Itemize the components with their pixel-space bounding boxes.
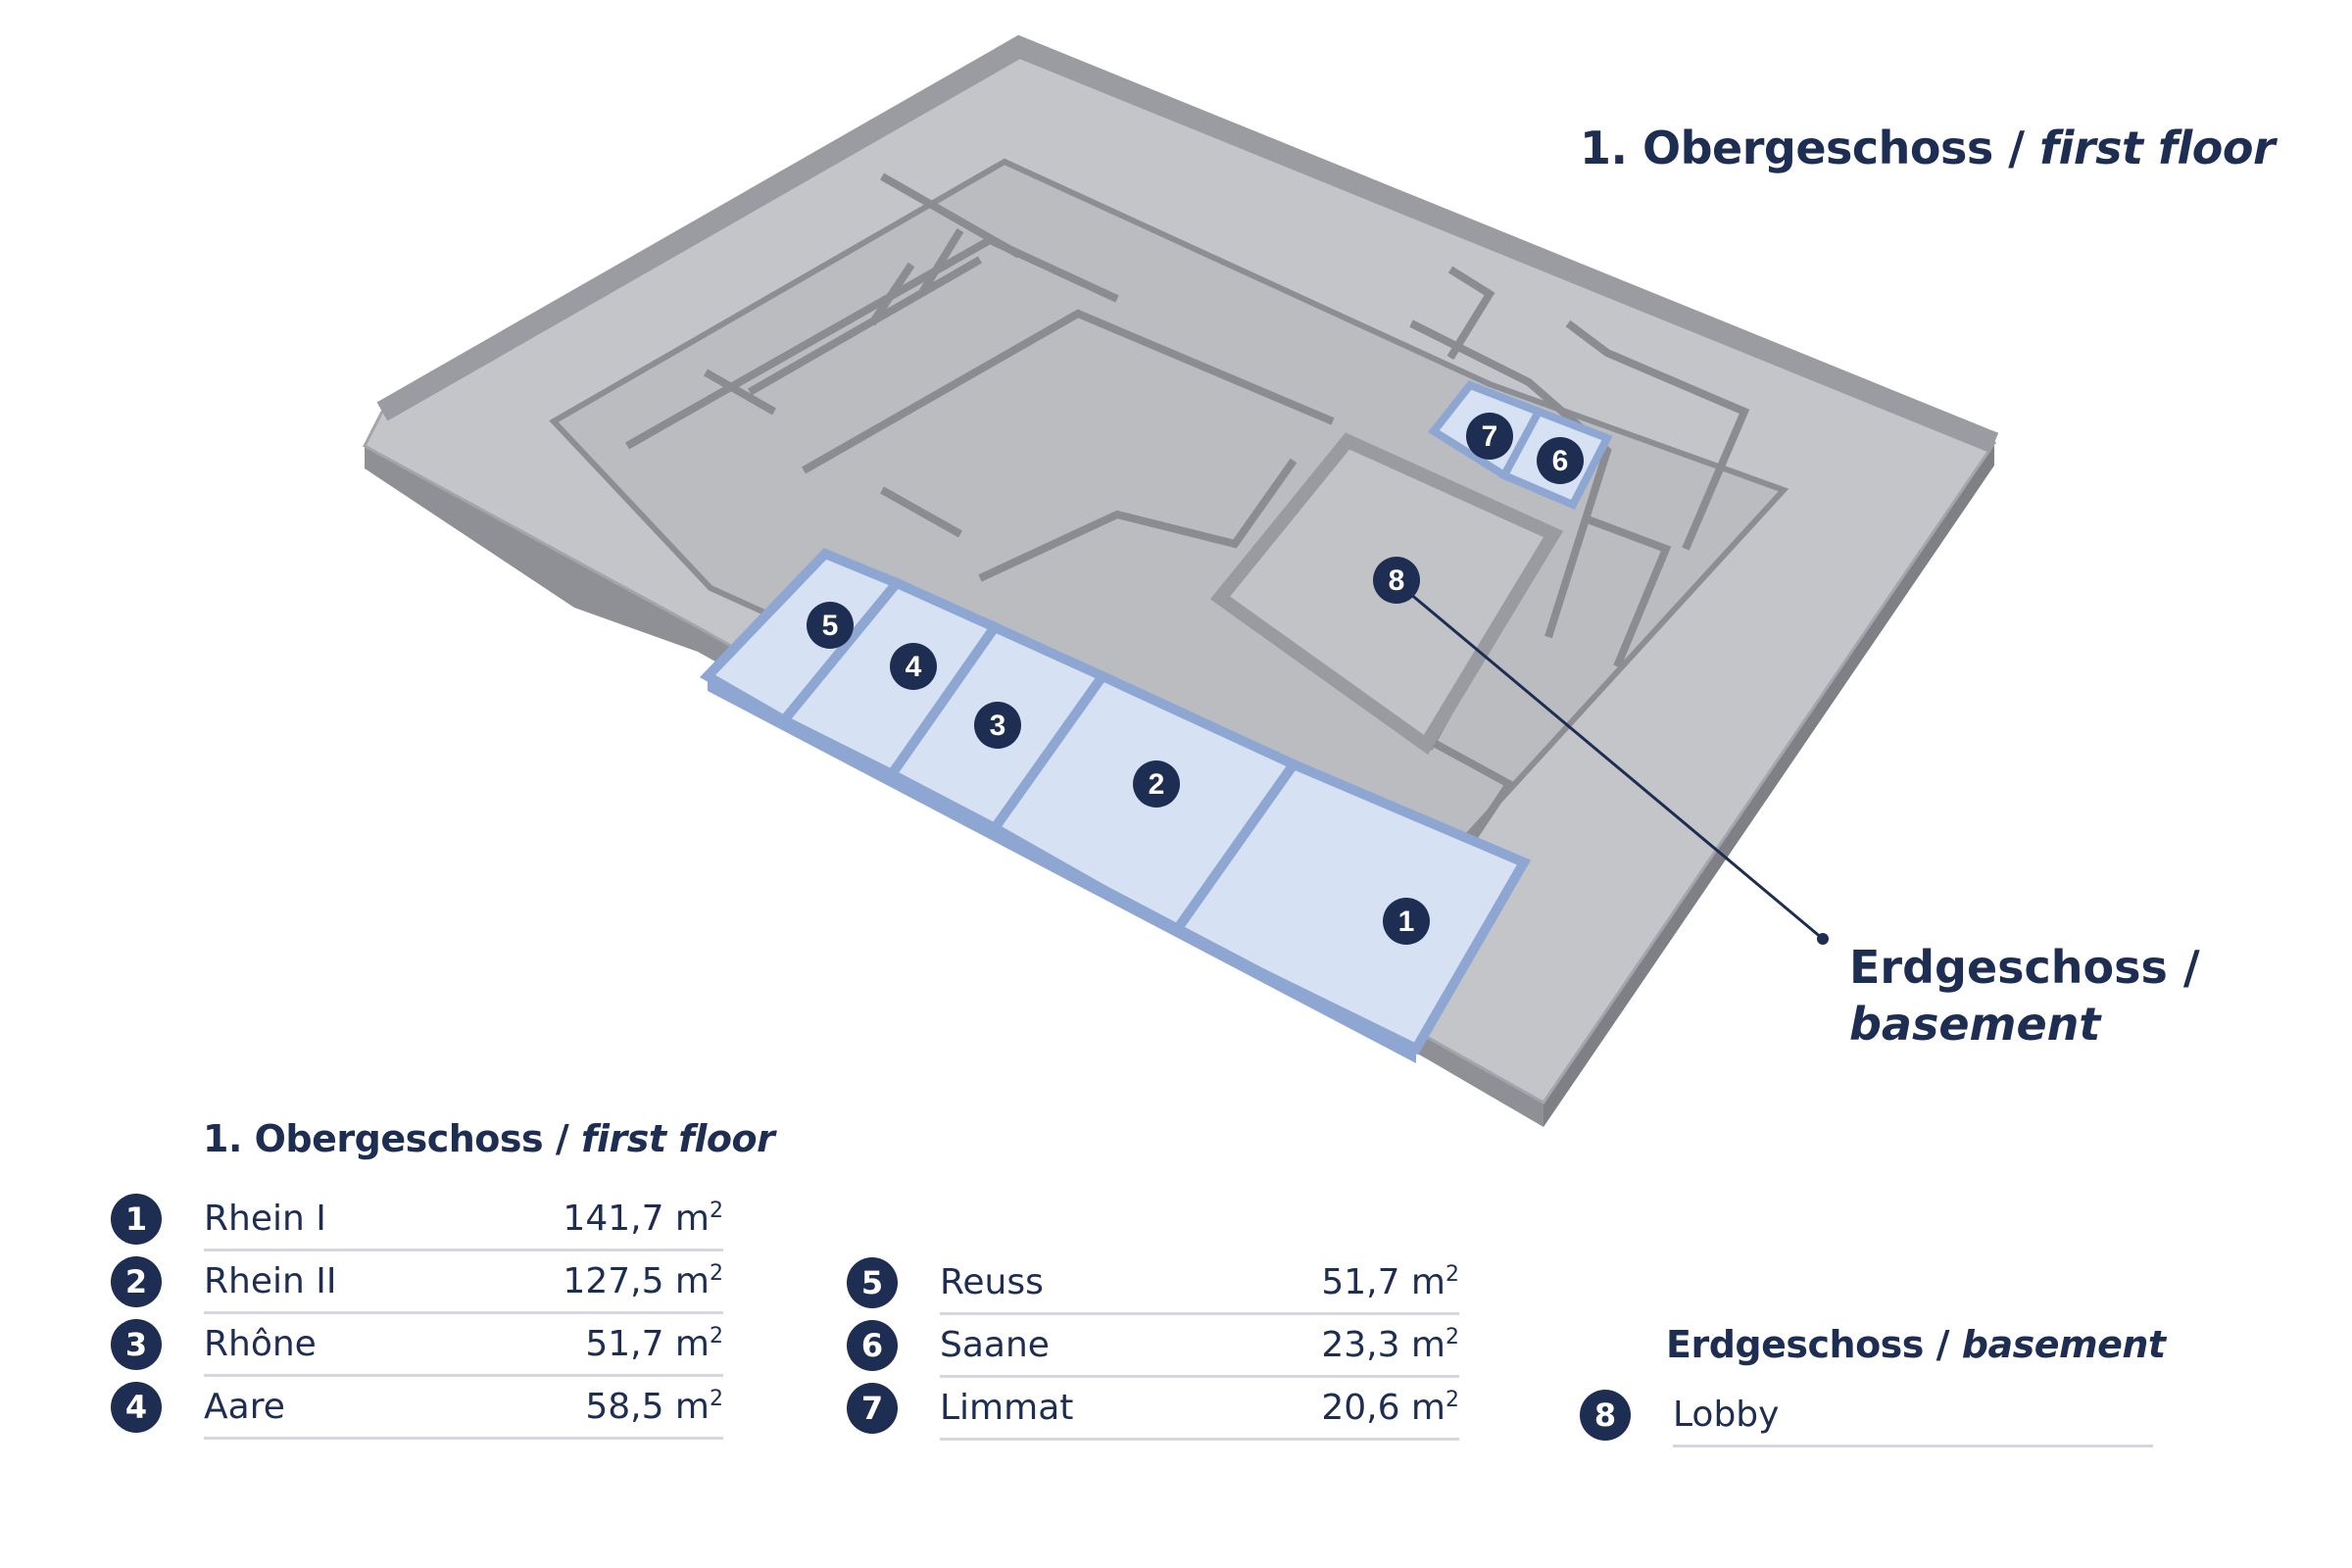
map-marker-circle	[890, 643, 937, 690]
legend-row-body: Limmat 20,6 m2	[940, 1377, 1459, 1441]
map-marker-circle	[1466, 413, 1513, 460]
legend-row: 4 Aare 58,5 m2	[111, 1376, 723, 1440]
map-marker-circle	[1373, 557, 1420, 604]
map-marker-1: 1	[1383, 898, 1430, 945]
room-name: Rhein II	[204, 1260, 337, 1301]
room-area: 51,7 m2	[1321, 1261, 1459, 1302]
room-name: Lobby	[1673, 1394, 1780, 1435]
map-marker-circle	[1133, 760, 1180, 808]
callout-line1: Erdgeschoss /	[1849, 941, 2200, 994]
map-marker-5: 5	[807, 602, 854, 649]
legend-row-body: Rhein II 127,5 m2	[204, 1250, 723, 1314]
map-marker-label: 8	[1389, 564, 1405, 597]
room-area: 127,5 m2	[563, 1260, 723, 1301]
slab-side-right	[1544, 443, 1994, 1127]
room-area: 58,5 m2	[585, 1386, 723, 1427]
map-marker-circle	[1383, 898, 1430, 945]
legend-row-body: Aare 58,5 m2	[204, 1376, 723, 1440]
legend-number-badge: 7	[847, 1383, 898, 1434]
map-marker-label: 7	[1482, 420, 1498, 453]
legend-row-body: Saane 23,3 m2	[940, 1314, 1459, 1378]
map-marker-3: 3	[974, 702, 1021, 749]
legend-basement-title: Erdgeschoss / basement	[1666, 1323, 2166, 1366]
map-marker-circle	[1537, 437, 1584, 484]
legend-row: 1 Rhein I 141,7 m2	[111, 1188, 723, 1251]
map-marker-8: 8	[1373, 557, 1420, 604]
legend-row: 3 Rhône 51,7 m2	[111, 1313, 723, 1377]
callout-leader-dot	[1817, 933, 1829, 945]
room-name: Aare	[204, 1386, 285, 1427]
legend-number-badge: 8	[1580, 1390, 1631, 1441]
legend-number-badge: 2	[111, 1256, 162, 1307]
legend-first-floor-col2: 5 Reuss 51,7 m2 6 Saane 23,3 m2 7 Limmat 20,6 m2	[847, 1251, 1459, 1441]
map-marker-circle	[807, 602, 854, 649]
callout-label-basement: Erdgeschoss / basement	[1849, 939, 2200, 1053]
legend-row: 2 Rhein II 127,5 m2	[111, 1250, 723, 1314]
page-title: 1. Obergeschoss / first floor	[1580, 122, 2276, 174]
room-area: 23,3 m2	[1321, 1324, 1459, 1365]
map-marker-circle	[974, 702, 1021, 749]
legend-basement: 8 Lobby	[1580, 1384, 2153, 1447]
room-area: 51,7 m2	[585, 1323, 723, 1364]
legend-row: 8 Lobby	[1580, 1384, 2153, 1447]
legend-row-body: Reuss 51,7 m2	[940, 1251, 1459, 1315]
map-marker-2: 2	[1133, 760, 1180, 808]
room-area: 20,6 m2	[1321, 1387, 1459, 1428]
legend-number-badge: 4	[111, 1382, 162, 1433]
map-marker-label: 1	[1398, 906, 1415, 938]
map-marker-label: 5	[822, 610, 839, 642]
legend-row-body: Rhein I 141,7 m2	[204, 1188, 723, 1251]
legend-row-body: Rhône 51,7 m2	[204, 1313, 723, 1377]
room-name: Saane	[940, 1324, 1050, 1365]
slab-side-left	[365, 446, 698, 652]
room-name: Limmat	[940, 1387, 1074, 1428]
callout-leader-line	[1391, 576, 1824, 941]
legend-number-badge: 6	[847, 1320, 898, 1371]
outer-wall-back	[376, 34, 1999, 454]
room-name: Reuss	[940, 1261, 1044, 1302]
map-marker-label: 4	[906, 651, 922, 683]
map-marker-7: 7	[1466, 413, 1513, 460]
legend-number-badge: 1	[111, 1194, 162, 1245]
legend-row-body: Lobby	[1673, 1384, 2153, 1447]
legend-row: 6 Saane 23,3 m2	[847, 1314, 1459, 1378]
room-name: Rhein I	[204, 1198, 326, 1239]
legend-first-floor-title: 1. Obergeschoss / first floor	[203, 1117, 775, 1160]
map-marker-4: 4	[890, 643, 937, 690]
map-marker-label: 3	[990, 710, 1006, 742]
room-area: 141,7 m2	[563, 1198, 723, 1239]
map-marker-label: 6	[1552, 445, 1569, 477]
room-name: Rhône	[204, 1323, 317, 1364]
legend-first-floor-col1: 1 Rhein I 141,7 m2 2 Rhein II 127,5 m2 3 Rhône 5…	[111, 1188, 723, 1440]
legend-row: 7 Limmat 20,6 m2	[847, 1377, 1459, 1441]
legend-number-badge: 5	[847, 1257, 898, 1308]
map-marker-6: 6	[1537, 437, 1584, 484]
map-markers: 1 2 3 4 5 6 7 8	[807, 413, 1584, 945]
legend-row: 5 Reuss 51,7 m2	[847, 1251, 1459, 1315]
rooms-front-face	[708, 676, 1416, 1063]
map-marker-label: 2	[1149, 768, 1165, 801]
callout-line2: basement	[1849, 998, 2101, 1051]
legend-number-badge: 3	[111, 1319, 162, 1370]
